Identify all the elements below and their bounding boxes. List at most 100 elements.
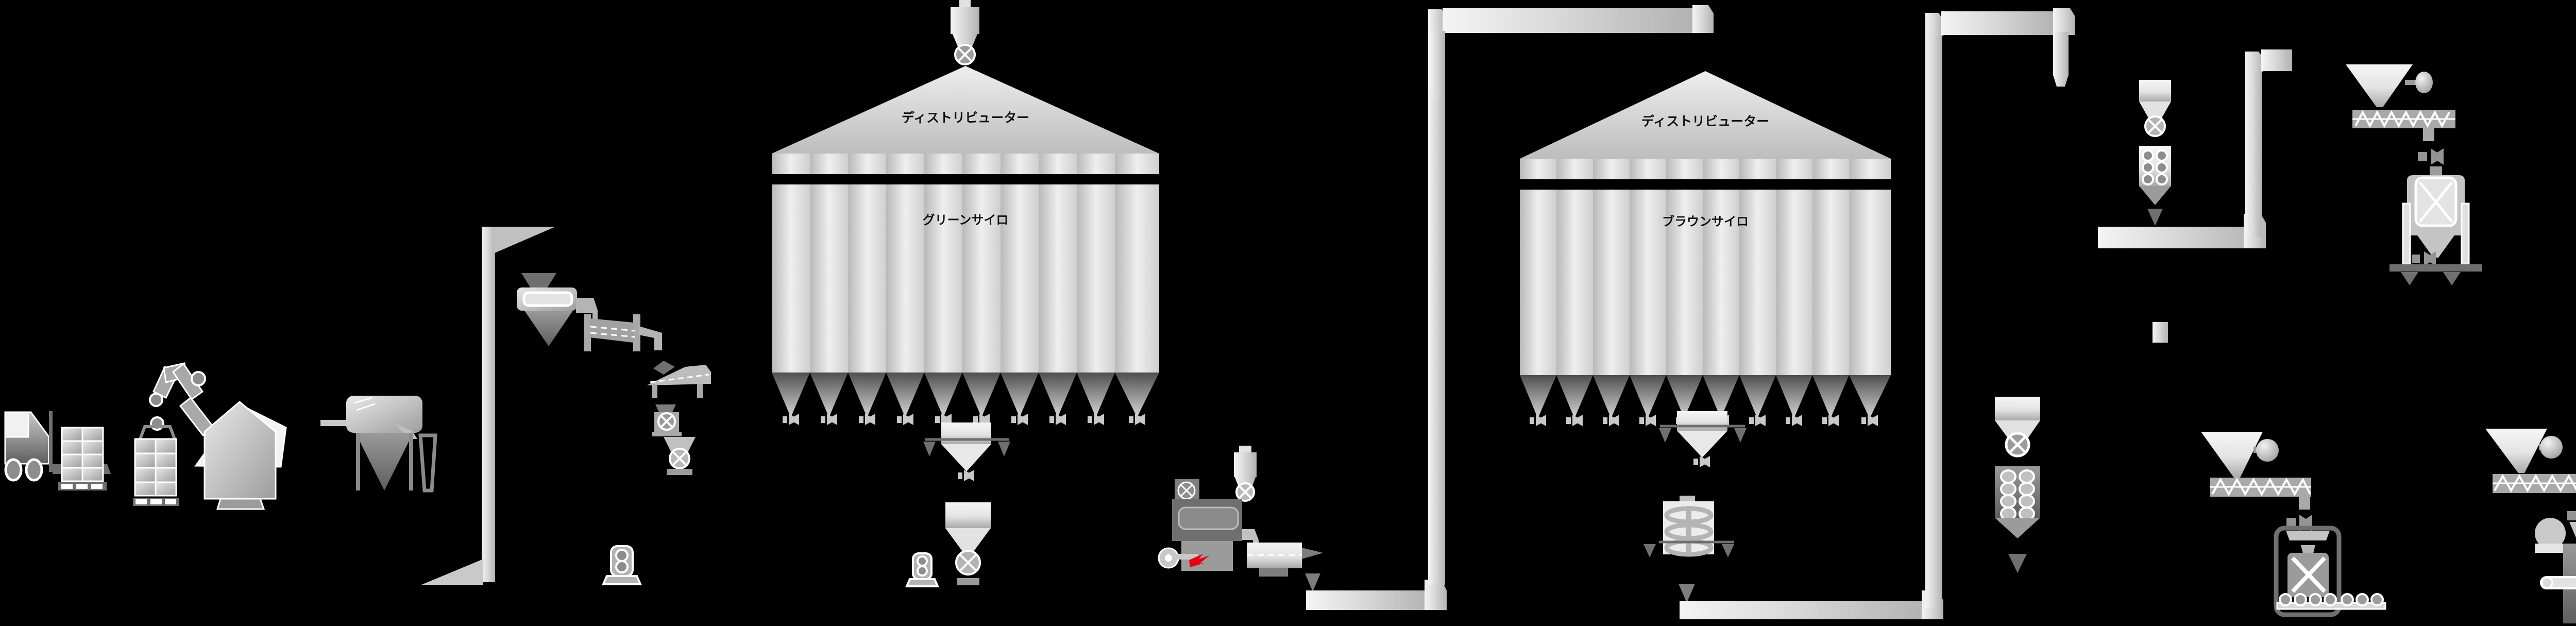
- load-cell: [2443, 272, 2461, 285]
- silo-feed-downcomer[interactable]: [1430, 31, 1445, 99]
- tank-cone: [2411, 227, 2461, 258]
- pallet-stack[interactable]: [58, 427, 107, 490]
- grinder-feed-hopper[interactable]: [2139, 80, 2171, 137]
- scale-platform: [2389, 264, 2482, 272]
- weigh-hopper[interactable]: [923, 422, 1010, 481]
- inclined-belt-conveyor[interactable]: [647, 361, 711, 398]
- conveyor-inlet: [1305, 573, 1320, 591]
- destoner-inlet: [521, 273, 556, 290]
- roller-grinder[interactable]: [2139, 146, 2171, 226]
- feeder-drive-motor: [2540, 436, 2563, 459]
- mixing-tank[interactable]: [2389, 166, 2482, 285]
- grinder-discharge: [2147, 209, 2163, 226]
- rotary-blower[interactable]: [905, 552, 940, 587]
- cooler-leg: [1259, 568, 1288, 577]
- feeder-hopper: [2485, 429, 2547, 473]
- mixer-inlet: [1680, 496, 1695, 503]
- conveyor-elbow: [1692, 5, 1714, 33]
- surge-hopper-cone: [945, 528, 991, 559]
- screw-feeder[interactable]: [2485, 429, 2576, 506]
- conveyor-trough: [1306, 590, 1430, 610]
- elevator-discharge: [2261, 49, 2292, 71]
- bucket-elevator[interactable]: [1428, 9, 1446, 585]
- pallet-stack[interactable]: [133, 438, 179, 506]
- distributor-roof: [772, 66, 1159, 154]
- grinder-outlet-cone: [2139, 186, 2171, 205]
- vibrating-screen[interactable]: [584, 314, 662, 351]
- screen-frame-right: [633, 314, 640, 351]
- magnetic-separator[interactable]: [652, 404, 682, 436]
- surge-hopper[interactable]: [945, 502, 991, 585]
- bucket-elevator[interactable]: [2245, 49, 2292, 237]
- green-silo[interactable]: ディストリビューター グリーンサイロ: [772, 66, 1159, 425]
- screw-feeder[interactable]: [2346, 64, 2455, 141]
- load-cell: [1659, 428, 1671, 443]
- bucket-elevator[interactable]: [421, 227, 555, 585]
- brown-silo[interactable]: ディストリビューター ブラウンサイロ: [1520, 71, 1891, 426]
- elevator-head: [1925, 13, 1943, 36]
- coffee-roaster[interactable]: [1158, 479, 1242, 571]
- feeder-discharge-valve[interactable]: [2418, 148, 2444, 165]
- weigh-discharge-valve[interactable]: [958, 470, 974, 481]
- cyclone-barrel: [1234, 452, 1257, 477]
- cyclone-separator[interactable]: [951, 0, 979, 65]
- destoner-screen: [522, 291, 573, 307]
- destoner-cleaner[interactable]: [517, 273, 598, 346]
- hopper-leg: [356, 433, 360, 490]
- drag-conveyor[interactable]: [1305, 573, 1447, 610]
- robot-gripper: [139, 425, 176, 440]
- destoner-cone: [524, 311, 573, 346]
- weigh-discharge-valve[interactable]: [1693, 456, 1710, 467]
- distributor-cells: [772, 154, 1159, 174]
- overhead-conveyor[interactable]: [1941, 8, 2075, 35]
- weigh-hopper[interactable]: [1659, 411, 1747, 467]
- cooling-tray[interactable]: [1242, 529, 1323, 577]
- tank-support-leg: [2402, 202, 2411, 265]
- roaster-discharge-chute: [1242, 529, 1259, 546]
- silo-label-left: グリーンサイロ: [923, 213, 1009, 227]
- spiral-mixer[interactable]: [1643, 496, 1734, 557]
- screw-feeder[interactable]: [2201, 432, 2311, 510]
- screw-flight: [2211, 477, 2311, 497]
- roaster-cyclone[interactable]: [1234, 446, 1257, 502]
- silo-discharge-hoppers: [1520, 375, 1891, 418]
- bag-filling-station[interactable]: [2535, 518, 2576, 623]
- grinder-feed-hopper[interactable]: [1995, 397, 2040, 458]
- load-cell: [2401, 272, 2418, 285]
- rotary-valve[interactable]: [664, 437, 696, 475]
- tank-discharge-valve[interactable]: [2412, 251, 2436, 266]
- surge-hopper-body: [945, 502, 991, 528]
- burner-flame-icon: [1189, 554, 1210, 567]
- distributor-roof: [1520, 71, 1891, 159]
- robot-palletizer-arm[interactable]: [139, 362, 215, 440]
- bag-dump-station[interactable]: [194, 401, 287, 510]
- overhead-conveyor[interactable]: [1443, 5, 1714, 33]
- load-cell: [923, 442, 936, 456]
- silo-outlet-valves[interactable]: [783, 414, 1145, 425]
- intake-hopper[interactable]: [320, 396, 437, 493]
- intake-hopper-body: [346, 396, 422, 433]
- blower-base: [601, 575, 642, 585]
- lower-branch-piping[interactable]: [2153, 322, 2168, 343]
- screw-flight: [2494, 473, 2576, 493]
- weigh-hopper-cone: [1677, 431, 1727, 458]
- weigh-hopper-body: [941, 422, 991, 444]
- bucket-elevator[interactable]: [1925, 13, 1943, 608]
- weigh-hopper-body: [1677, 411, 1727, 431]
- elevator-head: [2245, 52, 2263, 72]
- mixer-ribbon: [1664, 522, 1714, 541]
- cooler-outlet: [1302, 548, 1323, 559]
- filler-discharge-valve[interactable]: [2567, 507, 2576, 524]
- bag-filling-station[interactable]: [2274, 526, 2386, 617]
- truck-wheel-rear: [25, 458, 43, 482]
- hopper-cone: [2139, 101, 2171, 125]
- roller-grinder[interactable]: [1995, 466, 2040, 573]
- elevator-inlet-chute: [421, 559, 483, 585]
- feed-downcomer[interactable]: [2053, 32, 2069, 87]
- rotary-blower[interactable]: [601, 545, 642, 585]
- roaster-window: [1178, 506, 1239, 530]
- mixer-shaft: [1686, 506, 1691, 553]
- grinder-rollers: [2000, 469, 2035, 521]
